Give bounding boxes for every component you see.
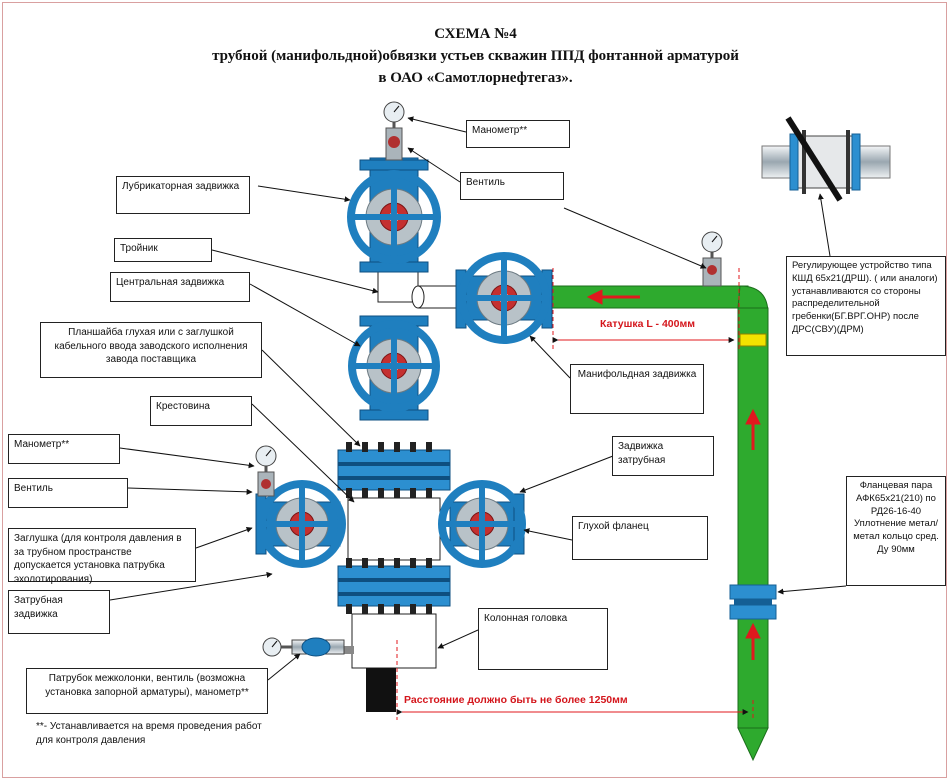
manometer-left-label: Манометр**	[8, 434, 120, 464]
tubing-head-flange-icon	[337, 442, 451, 498]
regulator-device-icon	[761, 116, 891, 202]
right-annulus-valve-icon	[438, 480, 526, 568]
footnote: **- Устанавливается на время проведения …	[36, 721, 262, 746]
annulus-valve-right-label: Задвижка затрубная	[612, 436, 714, 476]
tee-label: Тройник	[114, 238, 212, 262]
manifold-valve-icon	[455, 252, 553, 344]
manifold-pressure-gauge-icon	[701, 231, 723, 287]
flow-arrows	[586, 289, 761, 660]
leader-lines	[109, 116, 847, 681]
central-valve-icon	[348, 315, 440, 421]
column-head-icon	[340, 613, 437, 712]
diagram-subtitle-company: в ОАО «Самотлорнефтегаз».	[378, 70, 573, 86]
blind-flange-label: Глухой фланец	[572, 516, 708, 560]
flange-pair-label: Фланцевая пара АФК65х21(210) по РД26-16-…	[846, 476, 946, 586]
flange-pair-icon	[729, 584, 777, 620]
ventil-left-label: Вентиль	[8, 478, 128, 508]
lubricator-valve-label: Лубрикаторная задвижка	[116, 176, 250, 214]
branch-pipe-label: Патрубок межколонки, вентиль (возможна у…	[26, 668, 268, 714]
cross-body	[347, 497, 441, 561]
column-head-label: Колонная головка	[478, 608, 608, 670]
dimension-lines	[396, 268, 754, 720]
diagram-title: СХЕМА №4	[434, 26, 517, 42]
distance-dimension-label: Расстояние должно быть не более 1250мм	[404, 694, 628, 706]
plate-label: Планшайба глухая или с заглушкой кабельн…	[40, 322, 262, 378]
central-valve-label: Центральная задвижка	[110, 272, 250, 302]
manometer-top-label: Манометр**	[466, 120, 570, 148]
cross-label: Крестовина	[150, 396, 252, 426]
top-needle-valve-icon	[385, 127, 403, 161]
spool-dimension-label: Катушка L - 400мм	[600, 318, 695, 330]
diagram-subtitle: трубной (манифольдной)обвязки устьев скв…	[212, 48, 739, 64]
casing-head-flange-icon	[337, 558, 451, 614]
ventil-top-label: Вентиль	[460, 172, 564, 200]
annulus-valve-left-label: Затрубная задвижка	[8, 590, 110, 634]
left-pressure-gauge-icon	[255, 445, 277, 497]
branch-pipe-icon	[262, 637, 345, 657]
top-pressure-gauge-icon	[383, 101, 405, 128]
left-annulus-valve-icon	[255, 480, 346, 568]
lubricator-valve-icon	[347, 157, 441, 273]
plug-label: Заглушка (для контроля давления в за тру…	[8, 528, 196, 585]
regulator-label: Регулирующее устройство типа КШД 65х21(Д…	[786, 256, 946, 356]
manifold-valve-label: Манифольдная задвижка	[570, 364, 704, 414]
